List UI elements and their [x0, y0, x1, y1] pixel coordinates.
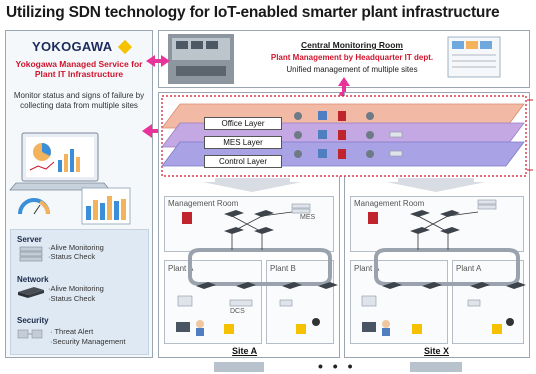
site-x-plant-a2-label: Plant A: [456, 264, 482, 273]
legend-server-heading: Server: [17, 235, 42, 244]
office-layer-label: Office Layer: [204, 117, 282, 130]
control-layer-label: Control Layer: [204, 155, 282, 168]
mes-server-label: MES: [300, 214, 316, 221]
legend-network-item: ·Status Check: [48, 294, 96, 303]
service-description: Monitor status and signs of failure by c…: [13, 91, 145, 110]
site-a-management-label: Management Room: [168, 199, 239, 208]
site-x-management-label: Management Room: [354, 199, 425, 208]
legend-security-item: · Threat Alert: [50, 327, 94, 336]
legend-server-item: ·Status Check: [48, 252, 96, 261]
mes-layer-label: MES Layer: [204, 136, 282, 149]
site-a-plant-b-label: Plant B: [270, 264, 296, 273]
site-x-label: Site X: [424, 346, 450, 356]
legend-network-item: ·Alive Monitoring: [48, 284, 104, 293]
factory-photo-site-a: [214, 362, 264, 372]
legend-network-heading: Network: [17, 275, 49, 284]
yokogawa-logo: YOKOGAWA: [32, 39, 113, 54]
more-sites-ellipsis: • • •: [318, 358, 356, 374]
central-monitoring-title: Central Monitoring Room: [301, 40, 403, 50]
site-x-plant-a-label: Plant A: [354, 264, 380, 273]
site-a-plant-a-label: Plant A: [168, 264, 194, 273]
central-monitoring-note: Unified management of multiple sites: [286, 65, 418, 74]
service-name: Yokogawa Managed Service for Plant IT In…: [15, 59, 143, 79]
factory-photo-site-x: [410, 362, 462, 372]
dcs-label: DCS: [230, 308, 245, 315]
legend-server-item: ·Alive Monitoring: [48, 243, 104, 252]
page-title: Utilizing SDN technology for IoT-enabled…: [6, 4, 500, 21]
legend-security-heading: Security: [17, 316, 49, 325]
legend-security-item: ·Security Management: [50, 337, 126, 346]
central-monitoring-subtitle: Plant Management by Headquarter IT dept.: [270, 53, 434, 62]
site-a-label: Site A: [232, 346, 258, 356]
